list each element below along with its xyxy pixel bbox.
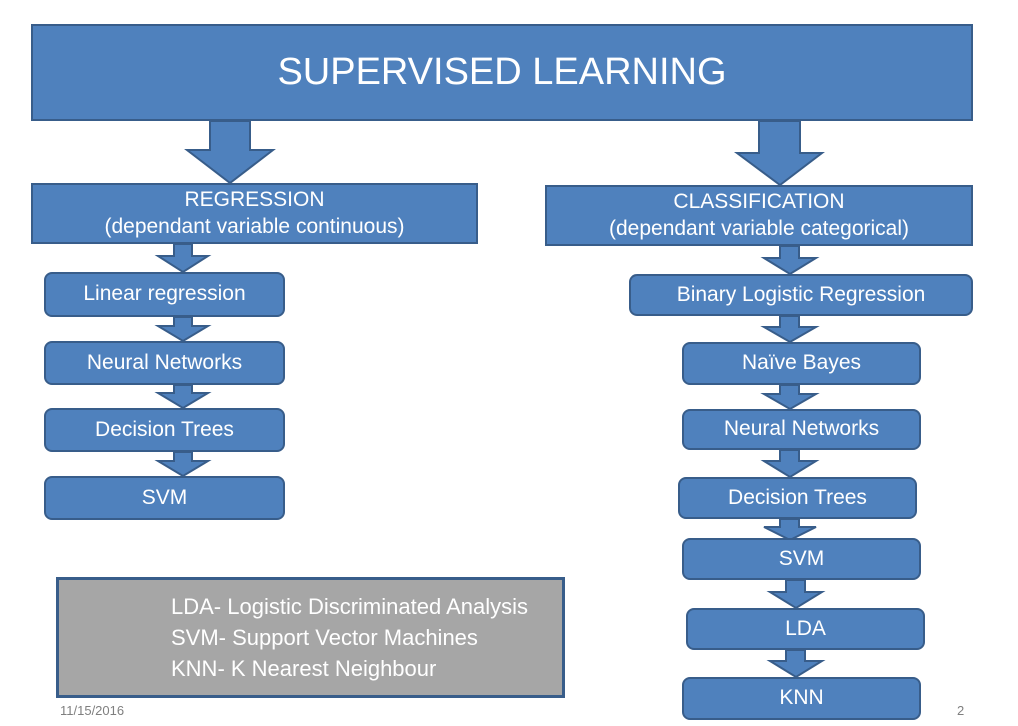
classification-header: CLASSIFICATION (dependant variable categ… xyxy=(545,185,973,246)
classification-item-neural-networks: Neural Networks xyxy=(682,409,921,450)
item-label: SVM xyxy=(778,546,825,570)
regression-subtitle: (dependant variable continuous) xyxy=(104,214,405,238)
title-text: SUPERVISED LEARNING xyxy=(277,50,727,93)
arrow-cls-4 xyxy=(760,449,820,479)
arrow-cls-5 xyxy=(763,518,817,542)
item-label: Neural Networks xyxy=(86,350,243,374)
item-label: Decision Trees xyxy=(728,485,867,509)
item-label: Decision Trees xyxy=(95,417,234,441)
regression-item-neural-networks: Neural Networks xyxy=(44,341,285,385)
item-label: Naïve Bayes xyxy=(741,351,862,375)
classification-item-knn: KNN xyxy=(682,677,921,720)
arrow-reg-1 xyxy=(154,243,212,274)
arrow-to-regression xyxy=(184,120,276,185)
item-label: LDA xyxy=(785,616,826,640)
classification-item-naive-bayes: Naïve Bayes xyxy=(682,342,921,385)
arrow-cls-2 xyxy=(760,315,820,344)
legend-entry-lda: LDA- Logistic Discriminated Analysis xyxy=(171,594,529,619)
item-label: Neural Networks xyxy=(723,417,880,441)
regression-item-linear-regression: Linear regression xyxy=(44,272,285,317)
classification-item-binary-logistic-regression: Binary Logistic Regression xyxy=(629,274,973,316)
regression-header: REGRESSION (dependant variable continuou… xyxy=(31,183,478,244)
classification-item-decision-trees: Decision Trees xyxy=(678,477,917,519)
legend-entry-knn: KNN- K Nearest Neighbour xyxy=(171,656,437,681)
classification-item-lda: LDA xyxy=(686,608,925,650)
item-label: SVM xyxy=(141,485,188,509)
arrow-to-classification xyxy=(733,120,825,187)
supervised-learning-title: SUPERVISED LEARNING xyxy=(31,24,973,121)
legend-entry-svm: SVM- Support Vector Machines xyxy=(171,625,478,650)
item-label: Binary Logistic Regression xyxy=(676,282,926,306)
arrow-reg-4 xyxy=(154,451,212,478)
arrow-cls-3 xyxy=(760,384,820,411)
arrow-cls-6 xyxy=(766,579,826,610)
regression-title: REGRESSION xyxy=(184,188,325,212)
classification-item-svm: SVM xyxy=(682,538,921,580)
arrow-cls-1 xyxy=(760,245,820,276)
arrow-reg-2 xyxy=(154,316,212,343)
item-label: Linear regression xyxy=(83,282,246,306)
classification-subtitle: (dependant variable categorical) xyxy=(608,216,910,240)
abbreviations-legend: LDA- Logistic Discriminated Analysis SVM… xyxy=(56,577,565,698)
footer-date: 11/15/2016 xyxy=(60,703,125,718)
item-label: KNN xyxy=(779,686,824,710)
regression-item-svm: SVM xyxy=(44,476,285,520)
footer-page-number: 2 xyxy=(957,703,965,718)
regression-item-decision-trees: Decision Trees xyxy=(44,408,285,452)
arrow-reg-3 xyxy=(154,384,212,410)
arrow-cls-7 xyxy=(766,649,826,679)
classification-title: CLASSIFICATION xyxy=(673,190,845,214)
